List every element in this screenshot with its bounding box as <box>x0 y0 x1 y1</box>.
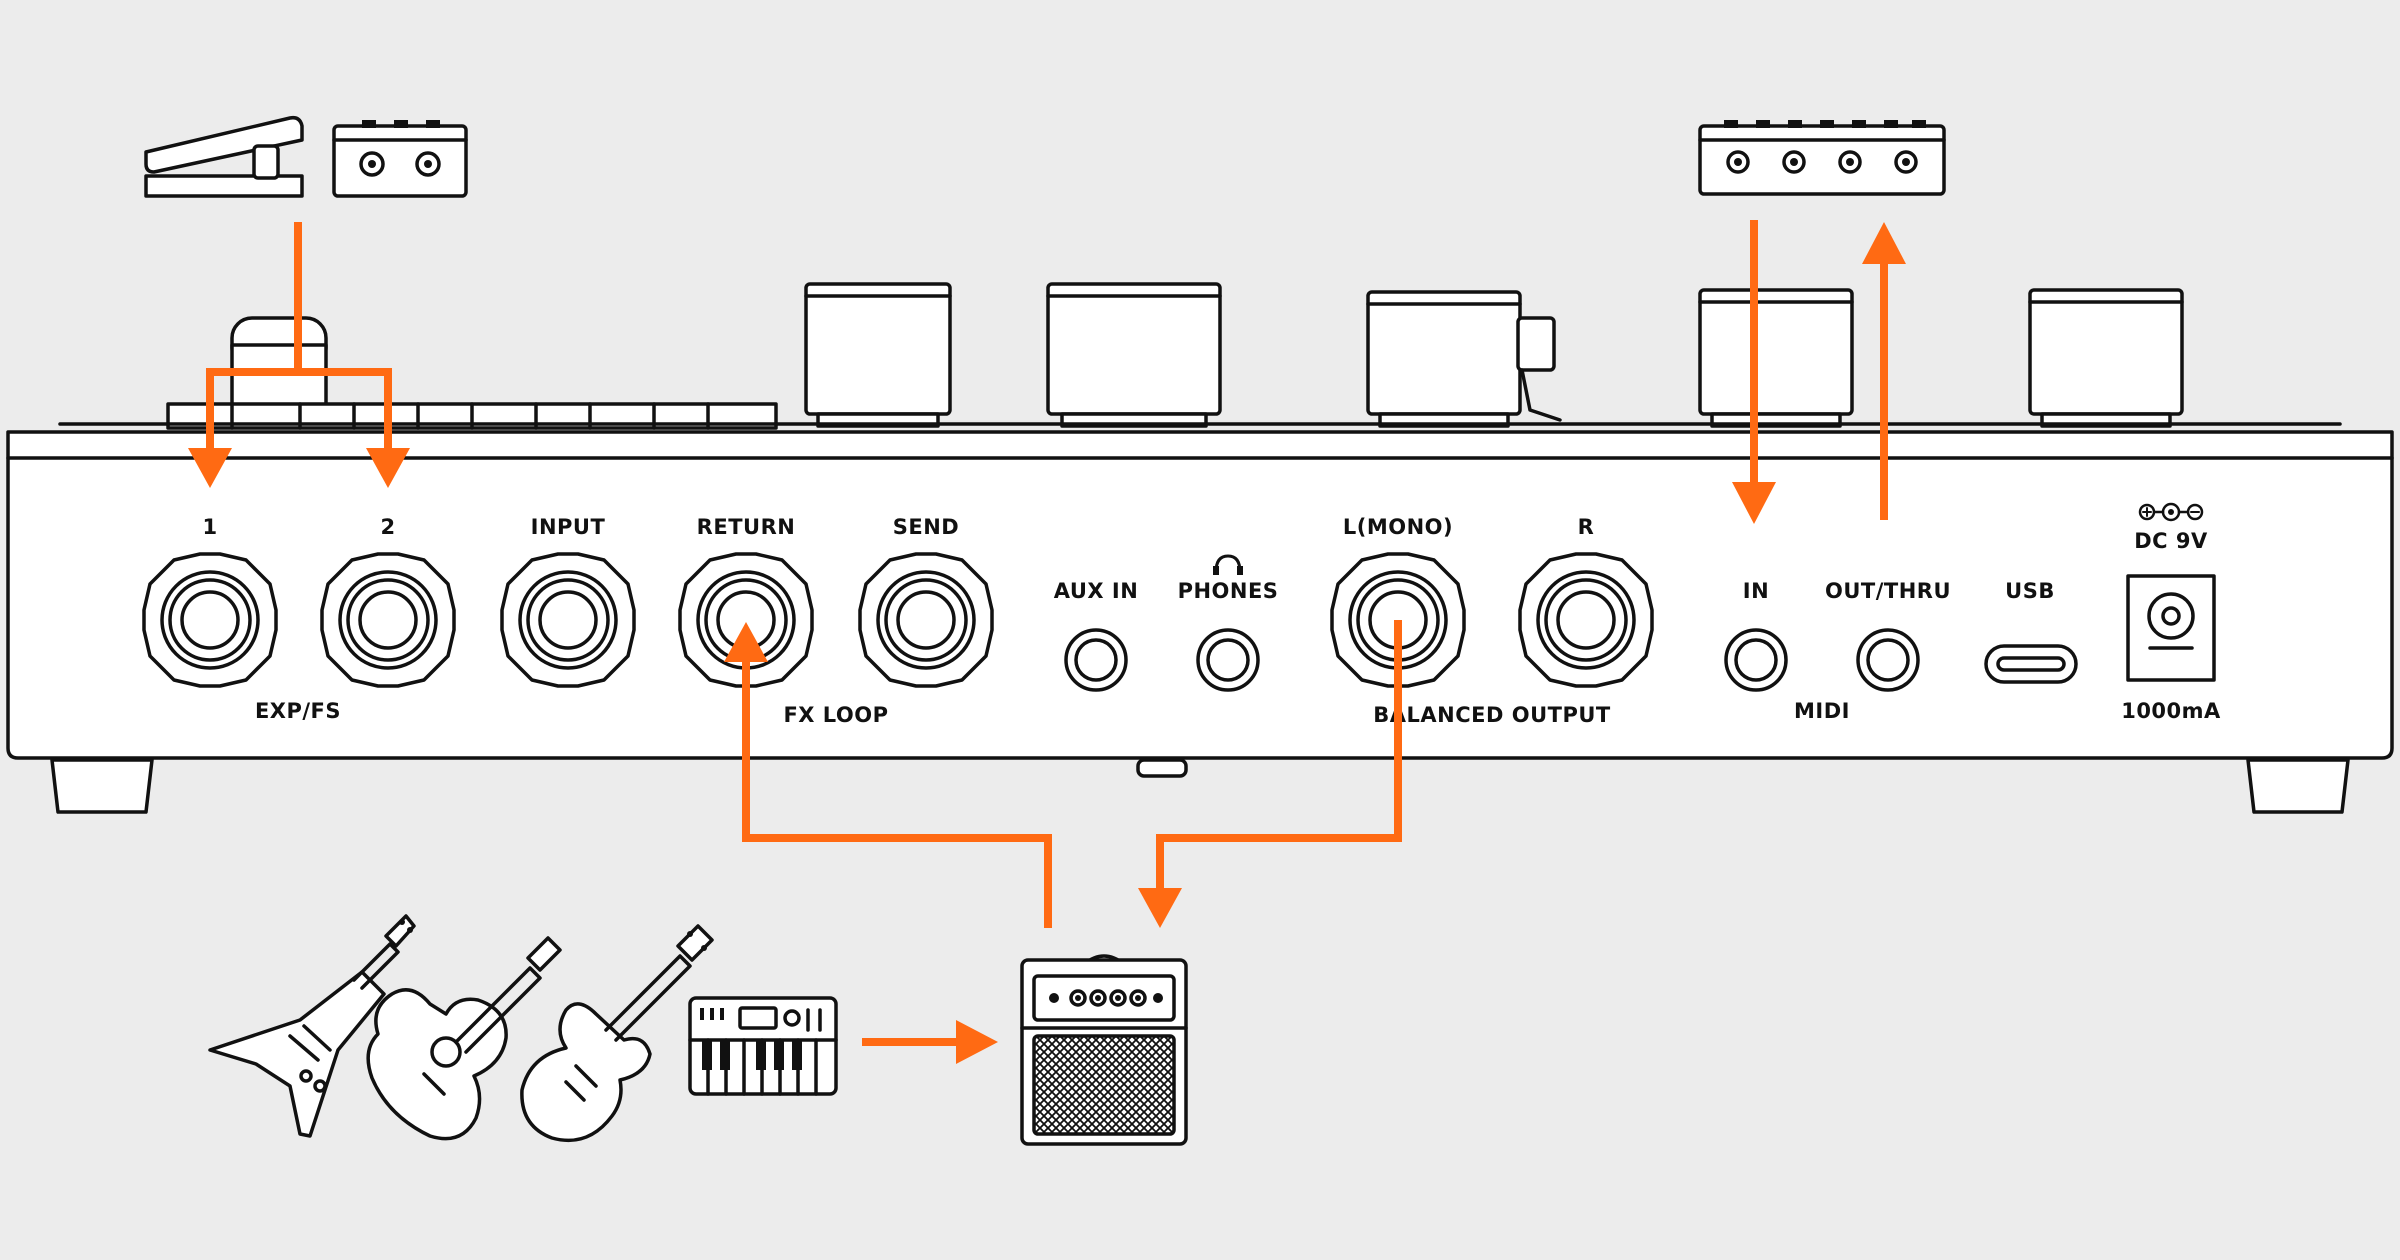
label-midi-in: IN <box>1743 579 1769 603</box>
small-knob <box>230 316 328 407</box>
midi-controller-icon <box>1698 120 1946 196</box>
knob <box>1046 282 1222 428</box>
label-exp-2: 2 <box>380 515 395 539</box>
arrow-fx-return <box>724 622 1052 928</box>
arrow-midi-out <box>1862 222 1906 520</box>
label-exp-1: 1 <box>202 515 217 539</box>
jack-input[interactable] <box>500 552 636 688</box>
label-usb: USB <box>2005 579 2055 603</box>
jack-midi-in[interactable] <box>1724 628 1788 692</box>
knob <box>804 282 952 428</box>
expression-pedal-icon <box>144 115 304 198</box>
label-l-mono: L(MONO) <box>1343 515 1453 539</box>
label-return: RETURN <box>697 515 796 539</box>
foot-right <box>2246 758 2350 814</box>
phones-icon <box>1213 554 1243 575</box>
label-midi-out-thru: OUT/THRU <box>1825 579 1951 603</box>
arrow-output <box>1138 620 1402 928</box>
label-dc: DC 9V <box>2134 529 2208 553</box>
keyboard-synth-icon <box>688 996 838 1096</box>
label-aux-in: AUX IN <box>1054 579 1139 603</box>
label-input: INPUT <box>531 515 606 539</box>
knob <box>1698 288 1854 428</box>
jack-return[interactable] <box>678 552 814 688</box>
bass-guitar-icon <box>520 924 714 1143</box>
label-r: R <box>1578 515 1595 539</box>
usb-port[interactable] <box>1984 644 2078 684</box>
label-current: 1000mA <box>2121 699 2221 723</box>
acoustic-guitar-icon <box>366 936 562 1141</box>
label-midi: MIDI <box>1794 699 1850 723</box>
jack-send[interactable] <box>858 552 994 688</box>
arrow-instruments <box>862 1020 998 1064</box>
flying-v-guitar-icon <box>208 914 416 1138</box>
dc-jack[interactable] <box>2126 574 2216 682</box>
jack-labels: 1 2 INPUT RETURN SEND AUX IN PHONES L(MO… <box>202 502 2221 727</box>
dc-polarity-icon <box>2138 502 2204 522</box>
jack-exp-2[interactable] <box>320 552 456 688</box>
label-balanced-output: BALANCED OUTPUT <box>1373 703 1611 727</box>
label-phones: PHONES <box>1178 579 1279 603</box>
jack-phones[interactable] <box>1196 628 1260 692</box>
knob <box>1366 290 1562 428</box>
signal-arrows <box>188 220 1906 1064</box>
foot-left <box>50 758 154 814</box>
jack-aux-in[interactable] <box>1064 628 1128 692</box>
amplifier-icon <box>1020 954 1188 1146</box>
knob <box>2028 288 2184 428</box>
arrow-midi-in <box>1732 220 1776 524</box>
jack-exp-1[interactable] <box>142 552 278 688</box>
jack-r[interactable] <box>1518 552 1654 688</box>
bottom-latch <box>1136 758 1188 778</box>
label-send: SEND <box>893 515 959 539</box>
jack-midi-out-thru[interactable] <box>1856 628 1920 692</box>
footswitch-icon <box>332 120 468 198</box>
label-exp-fs: EXP/FS <box>255 699 341 723</box>
arrow-exp <box>188 222 410 488</box>
label-fx-loop: FX LOOP <box>783 703 888 727</box>
